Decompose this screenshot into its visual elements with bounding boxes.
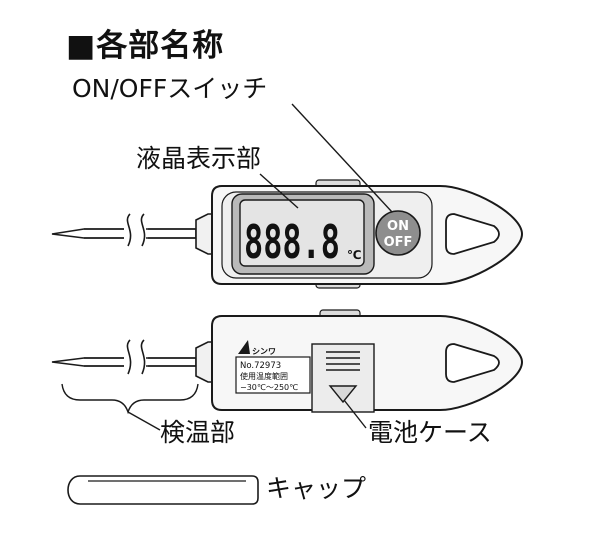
leader-probe [127, 411, 161, 431]
open-arrow-icon [328, 385, 358, 404]
brand-logo-text: シンワ [252, 347, 276, 356]
probe-needle-front [51, 213, 197, 247]
probe-collar-front [195, 213, 213, 255]
button-off-text: OFF [384, 235, 413, 250]
thermometer-front-view: 888.8 ℃ ON OFF [51, 103, 524, 289]
leader-lcd [259, 173, 299, 209]
on-off-switch-label: ON/OFFスイッチ [72, 74, 268, 103]
cap-label: キャップ [266, 474, 367, 503]
temperature-range-title: 使用温度範囲 [240, 371, 288, 381]
probe-needle-back [51, 339, 197, 375]
probe-label: 検温部 [160, 418, 236, 447]
leader-battery [343, 399, 367, 429]
thermometer-back-view: シンワ No.72973 使用温度範囲 −30℃〜250℃ [51, 309, 524, 431]
lcd-reading: 888.8 [244, 215, 340, 269]
on-off-button[interactable]: ON OFF [375, 210, 421, 256]
cap-outline [67, 475, 259, 505]
lcd-label: 液晶表示部 [136, 144, 262, 173]
brand-logo-mark [238, 340, 250, 354]
model-number: No.72973 [240, 361, 281, 371]
battery-case-label: 電池ケース [368, 418, 492, 447]
section-heading: ■各部名称 [66, 28, 225, 64]
temperature-range-value: −30℃〜250℃ [240, 383, 298, 392]
hang-hole-back [445, 343, 500, 383]
probe-collar-back [195, 341, 213, 383]
lcd-unit: ℃ [347, 248, 362, 262]
leader-on-off [291, 103, 393, 213]
lcd-screen [239, 199, 365, 267]
probe-bracket [61, 383, 199, 415]
spec-label [235, 356, 311, 394]
battery-cover[interactable] [311, 343, 375, 413]
button-on-text: ON [387, 219, 409, 234]
hang-hole-front [445, 213, 500, 255]
